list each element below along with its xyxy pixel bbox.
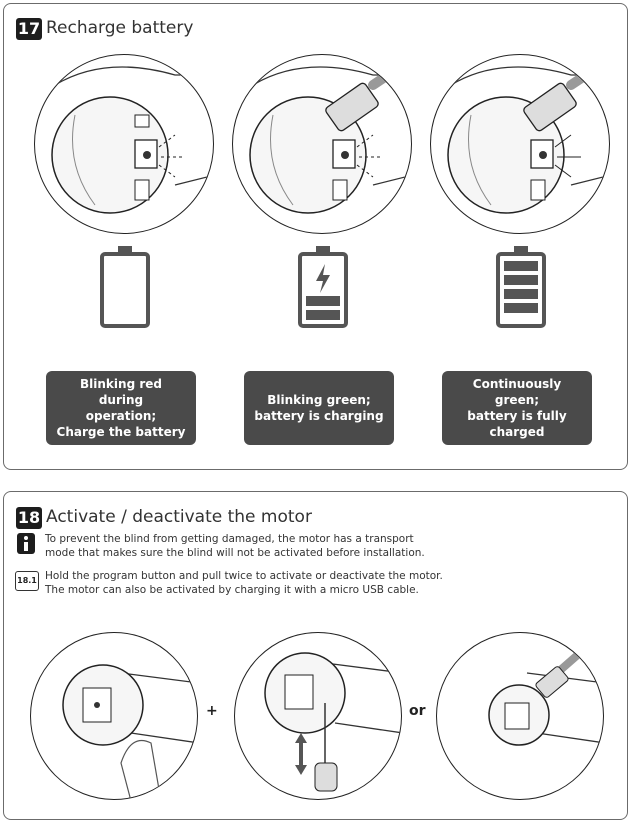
step-18-number: 18	[16, 507, 42, 529]
info-text: To prevent the blind from getting damage…	[45, 532, 425, 560]
step-18-title: Activate / deactivate the motor	[46, 507, 312, 527]
plus-sign: +	[206, 703, 218, 719]
motor-hand-illustration	[30, 632, 198, 800]
substep-number: 18.1	[15, 571, 39, 591]
battery-charging-icon	[298, 246, 348, 328]
info-text-line-1: To prevent the blind from getting damage…	[45, 533, 414, 545]
motor-head-illustration-2	[232, 54, 412, 234]
or-label: or	[409, 703, 426, 719]
step-17-title: Recharge battery	[46, 18, 194, 38]
step-17-panel: 17 Recharge battery	[3, 3, 628, 470]
substep-text-line-1: Hold the program button and pull twice t…	[45, 570, 443, 582]
status-label-charge-battery: Blinking red during operation; Charge th…	[46, 371, 196, 445]
substep-text: Hold the program button and pull twice t…	[45, 569, 443, 597]
status-text: Continuously green; battery is fully cha…	[467, 377, 567, 439]
motor-head-illustration-3	[430, 54, 610, 234]
motor-usb-illustration	[436, 632, 604, 800]
status-label-charging: Blinking green; battery is charging	[244, 371, 394, 445]
battery-full-icon	[496, 246, 546, 328]
status-text: Blinking green; battery is charging	[254, 393, 384, 423]
motor-pull-cord-illustration	[234, 632, 402, 800]
info-icon	[17, 533, 35, 554]
battery-empty-icon	[100, 246, 150, 328]
step-18-panel: 18 Activate / deactivate the motor To pr…	[3, 491, 628, 820]
motor-head-illustration-1	[34, 54, 214, 234]
substep-text-line-2: The motor can also be activated by charg…	[45, 584, 419, 596]
step-17-number: 17	[16, 18, 42, 40]
status-label-fully-charged: Continuously green; battery is fully cha…	[442, 371, 592, 445]
status-text: Blinking red during operation; Charge th…	[56, 377, 186, 439]
info-text-line-2: mode that makes sure the blind will not …	[45, 547, 425, 559]
